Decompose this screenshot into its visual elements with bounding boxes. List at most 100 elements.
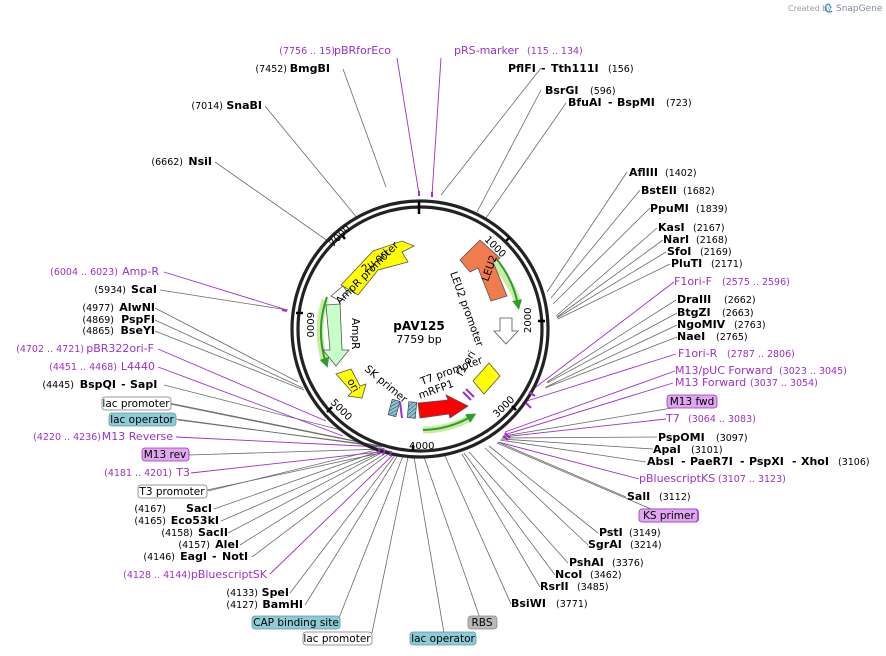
site-name: NarI xyxy=(663,233,689,246)
feature-pos: (4702 .. 4721) xyxy=(16,344,84,355)
ampr-label: AmpR xyxy=(349,318,361,349)
feature-pos: (4451 .. 4468) xyxy=(49,362,117,373)
feature-name: pBRforEco xyxy=(334,44,391,57)
site-name: SgrAI xyxy=(588,538,622,551)
site-name-alt: SapI xyxy=(130,378,157,391)
site-name: PspFI xyxy=(121,313,155,326)
feature-pos: (4220 .. 4236) xyxy=(33,432,101,443)
site-name: PluTI xyxy=(671,257,702,270)
site-pos: (2169) xyxy=(700,247,732,258)
plasmid-name: pAV125 xyxy=(393,319,444,333)
feature-name: Amp-R xyxy=(122,265,159,278)
feature-pos: (3023 .. 3045) xyxy=(779,366,847,377)
box-lac-promoter-1-text: lac promoter xyxy=(102,398,170,410)
ampr-feature xyxy=(322,303,350,367)
site-name: BseYI xyxy=(121,324,155,337)
site-pos: (4157) xyxy=(178,540,210,551)
site-pos: (156) xyxy=(608,64,634,75)
tick-5000: 5000 xyxy=(328,397,354,423)
site-name: SpeI xyxy=(262,586,289,599)
site-pos: (4869) xyxy=(82,315,114,326)
box-lac-operator-1: lac operator xyxy=(108,412,177,427)
site-name: SacI xyxy=(186,502,212,515)
ring-ticks xyxy=(296,233,545,451)
site-name-alt: BspMI xyxy=(617,96,655,109)
site-name: AlwNI xyxy=(119,301,155,314)
site-pos: (6662) xyxy=(151,157,183,168)
site-pos: (4133) xyxy=(226,588,258,599)
feature-name: M13/pUC Forward xyxy=(675,364,773,377)
site-alt-sep: - xyxy=(608,96,613,109)
site-name: BsiWI xyxy=(511,597,546,610)
box-connectors xyxy=(168,400,715,516)
feature-pos: (2787 .. 2806) xyxy=(727,349,795,360)
site-pos: (2168) xyxy=(696,235,728,246)
site-pos: (4445) xyxy=(42,380,74,391)
site-pos: (723) xyxy=(666,98,692,109)
site-name: PflFI xyxy=(508,62,536,75)
ampr-promoter-feature xyxy=(330,285,349,302)
site-pos: (4865) xyxy=(82,326,114,337)
ori-label: ori xyxy=(344,377,361,395)
sk-primer-label: SK primer xyxy=(362,363,410,406)
box-lac-operator-2: lac operator xyxy=(409,631,477,646)
brand-name: SnapGene xyxy=(836,4,883,14)
feature-name: M13 Forward xyxy=(675,376,746,389)
mrfp1-arc xyxy=(422,413,477,434)
site-pos: (596) xyxy=(590,86,616,97)
box-lac-operator-2-text: lac operator xyxy=(411,633,475,645)
site-pos: (3112) xyxy=(659,492,691,503)
site-name: PstI xyxy=(599,526,623,539)
site-name: BmgBI xyxy=(290,62,330,75)
site-name: SfoI xyxy=(667,245,691,258)
feature-pos: (4128 .. 4144) xyxy=(123,570,191,581)
site-name: BtgZI xyxy=(677,306,711,319)
box-t3-promoter: T3 promoter xyxy=(137,484,208,499)
feature-name: pBR322ori-F xyxy=(86,342,154,355)
box-lac-promoter-2-text: lac promoter xyxy=(303,633,371,645)
site-name: PpuMI xyxy=(650,202,689,215)
site-pos: (4165) xyxy=(134,516,166,527)
feature-pos: (3107 .. 3123) xyxy=(718,474,786,485)
leu2-promoter-label: LEU2 promoter xyxy=(447,270,485,349)
feature-pos: (6004 .. 6023) xyxy=(50,267,118,278)
site-pos: (3771) xyxy=(556,599,588,610)
site-name: BamHI xyxy=(262,598,303,611)
ori-feature xyxy=(335,368,367,399)
site-pos: (1402) xyxy=(665,168,697,179)
site-name: BsrGI xyxy=(545,84,578,97)
site-name-alt: Tth111I xyxy=(551,62,599,75)
box-lac-operator-1-text: lac operator xyxy=(110,414,174,426)
box-cap-binding-site: CAP binding site xyxy=(251,615,341,630)
site-name: AflIII xyxy=(629,166,658,179)
site-pos: (3097) xyxy=(716,433,748,444)
box-cap-binding-site-text: CAP binding site xyxy=(253,617,339,629)
site-name: SnaBI xyxy=(226,99,262,112)
site-pos: (3485) xyxy=(577,582,609,593)
box-ks-primer: KS primer xyxy=(638,508,699,523)
site-pos: (2171) xyxy=(711,259,743,270)
site-pos: (3376) xyxy=(612,558,644,569)
site-alt-sep: - xyxy=(681,455,686,468)
feature-name: F1ori-F xyxy=(674,275,712,288)
site-name: AbsI xyxy=(647,455,674,468)
site-pos: (3149) xyxy=(629,528,661,539)
box-m13-rev: M13 rev xyxy=(141,447,190,462)
feature-name: T3 xyxy=(175,466,190,479)
site-name: PspOMI xyxy=(658,431,705,444)
feature-name: pBluescriptSK xyxy=(191,568,268,581)
feature-pos: (115 .. 134) xyxy=(527,46,583,57)
site-pos: (4127) xyxy=(226,600,258,611)
site-name: ScaI xyxy=(131,283,157,296)
site-name: BspQI xyxy=(80,378,116,391)
feature-connectors xyxy=(157,57,677,575)
site-alt-sep: - xyxy=(792,455,797,468)
tick-4000: 4000 xyxy=(409,441,434,452)
site-name: NgoMIV xyxy=(677,318,726,331)
box-rbs: RBS xyxy=(467,615,498,630)
site-pos: (2663) xyxy=(722,308,754,319)
site-alt-sep: - xyxy=(541,62,546,75)
box-m13-rev-text: M13 rev xyxy=(144,449,187,461)
site-pos: (3106) xyxy=(838,457,870,468)
two-mu-ori-feature xyxy=(340,240,415,296)
